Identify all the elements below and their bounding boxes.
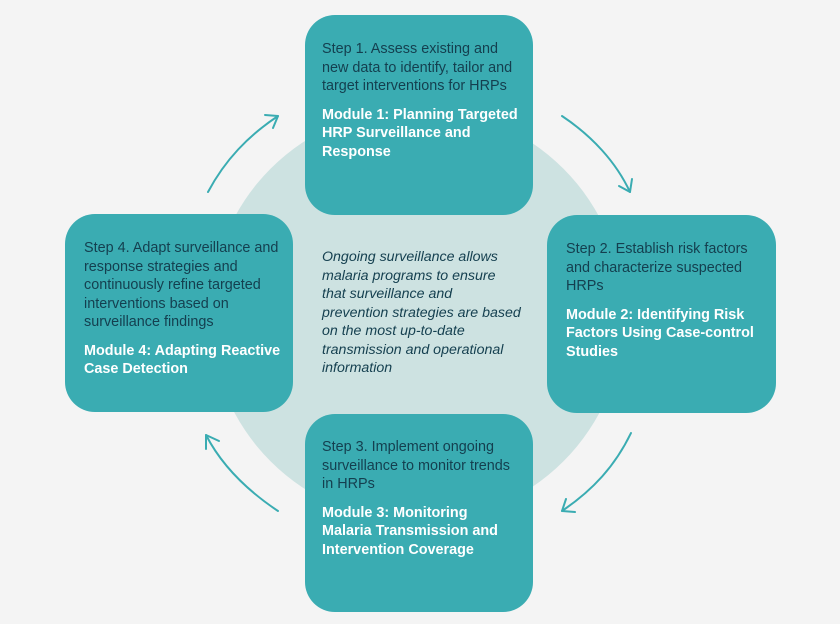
step-4-description: Step 4. Adapt surveillance and response …	[84, 240, 279, 330]
step-1-card: Step 1. Assess existing and new data to …	[305, 15, 533, 215]
arrow-step2-to-step3-icon	[561, 432, 632, 513]
module-1-title: Module 1: Planning Targeted HRP Surveill…	[322, 106, 518, 160]
step-1-description: Step 1. Assess existing and new data to …	[322, 41, 513, 94]
module-4-title: Module 4: Adapting Reactive Case Detecti…	[84, 342, 281, 378]
arrow-step3-to-step4-icon	[205, 434, 279, 512]
step-3-description: Step 3. Implement ongoing surveillance t…	[322, 439, 510, 492]
module-3-title: Module 3: Monitoring Malaria Transmissio…	[322, 504, 498, 558]
arrow-step4-to-step1-icon	[207, 114, 279, 193]
step-2-description: Step 2. Establish risk factors and chara…	[566, 241, 748, 294]
center-description: Ongoing surveillance allows malaria prog…	[322, 249, 521, 376]
arrow-step1-to-step2-icon	[561, 115, 633, 193]
step-4-card: Step 4. Adapt surveillance and response …	[65, 214, 293, 412]
step-2-card: Step 2. Establish risk factors and chara…	[547, 215, 776, 413]
module-2-title: Module 2: Identifying Risk Factors Using…	[566, 306, 754, 360]
step-3-card: Step 3. Implement ongoing surveillance t…	[305, 414, 533, 612]
